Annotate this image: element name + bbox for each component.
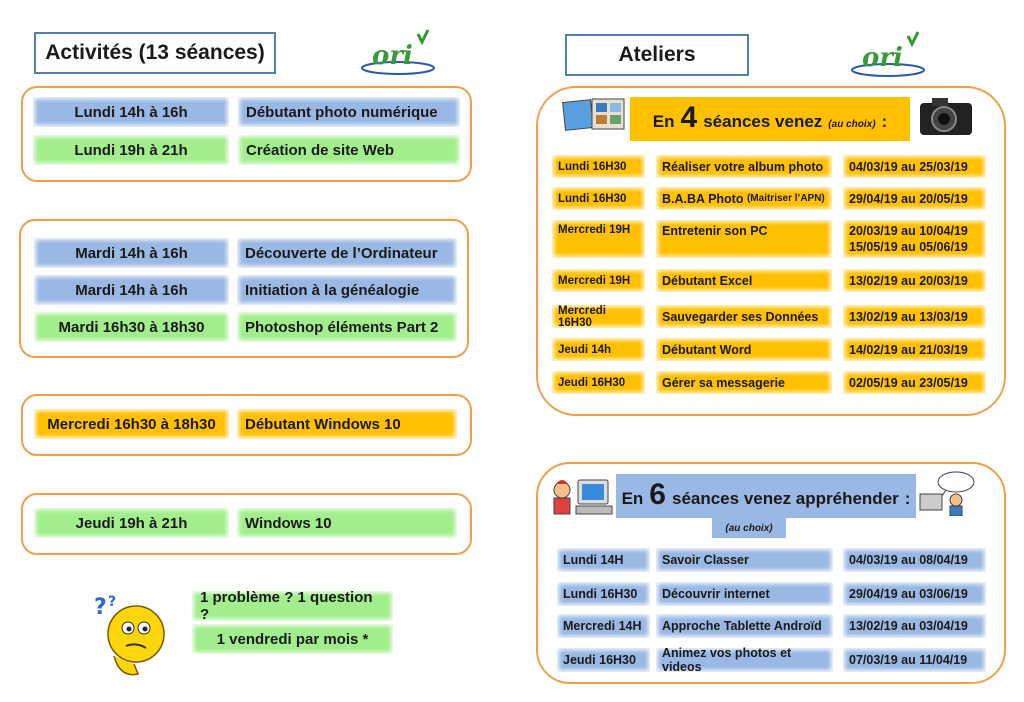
workshop-day: Lundi 14H [557, 548, 650, 572]
activity-name: Découverte de l’Ordinateur [237, 238, 457, 268]
ori-logo-icon: ori [361, 29, 435, 75]
computer-user-icon [548, 474, 614, 520]
workshop-topic: Animez vos photos et videos [656, 646, 833, 674]
banner-4-sessions: En 4 séances venez (au choix) : [630, 97, 910, 141]
workshop-day: Mercredi 16H30 [552, 305, 645, 329]
svg-text:?: ? [108, 594, 116, 610]
workshop-topic: Sauvegarder ses Données [656, 305, 832, 328]
svg-text:?: ? [94, 595, 107, 620]
workshop-dates: 20/03/19 au 10/04/19 15/05/19 au 05/06/1… [843, 220, 986, 258]
workshop-day: Mercredi 14H [557, 614, 650, 638]
workshop-day: Jeudi 16H30 [552, 371, 645, 394]
logo-left: ori [360, 28, 440, 78]
workshop-topic: Entretenir son PC [656, 220, 832, 258]
workshop-dates: 13/02/19 au 13/03/19 [843, 305, 986, 328]
workshop-topic: Débutant Excel [656, 269, 832, 292]
activity-day: Lundi 14h à 16h [33, 97, 229, 127]
help-line-2: 1 vendredi par mois * [192, 624, 393, 654]
workshop-day: Mercredi 19H [552, 220, 645, 258]
workshop-dates: 13/02/19 au 20/03/19 [843, 269, 986, 292]
workshop-dates: 29/04/19 au 20/05/19 [843, 187, 986, 210]
workshop-topic: Savoir Classer [656, 548, 833, 572]
workshop-day: Lundi 16H30 [557, 582, 650, 606]
activity-day: Lundi 19h à 21h [33, 135, 229, 165]
activities-title-text: Activités (13 séances) [45, 41, 265, 64]
workshop-day: Jeudi 16H30 [557, 648, 650, 672]
activity-name: Initiation à la généalogie [237, 275, 457, 305]
thinking-face-icon: ? ? [90, 590, 170, 682]
cartoon-computer-icon [916, 470, 976, 517]
activity-day: Mardi 14h à 16h [34, 275, 229, 305]
workshop-dates: 04/03/19 au 25/03/19 [843, 155, 986, 178]
ori-logo-icon: ori [851, 31, 925, 77]
activity-day: Mercredi 16h30 à 18h30 [34, 409, 229, 439]
workshop-topic: Réaliser votre album photo [656, 155, 832, 178]
workshop-day: Lundi 16H30 [552, 187, 645, 210]
activity-name: Débutant Windows 10 [237, 409, 457, 439]
workshop-dates: 07/03/19 au 11/04/19 [843, 648, 986, 672]
workshop-dates: 13/02/19 au 03/04/19 [843, 614, 986, 638]
ateliers-title-text: Ateliers [618, 43, 696, 66]
workshop-dates: 04/03/19 au 08/04/19 [843, 548, 986, 572]
workshop-topic: Débutant Word [656, 338, 832, 361]
activity-name: Windows 10 [237, 508, 457, 538]
workshop-day: Lundi 16H30 [552, 155, 645, 178]
workshop-topic: Approche Tablette Androïd [656, 614, 833, 638]
banner-6-sessions: En 6 séances venez appréhender : [616, 474, 916, 518]
activity-name: Création de site Web [238, 135, 460, 165]
workshop-day: Mercredi 19H [552, 269, 645, 292]
workshop-topic: Découvrir internet [656, 582, 833, 606]
workshop-dates: 14/02/19 au 21/03/19 [843, 338, 986, 361]
photo-album-icon [562, 95, 628, 135]
activity-name: Débutant photo numérique [238, 97, 460, 127]
workshop-dates: 29/04/19 au 03/06/19 [843, 582, 986, 606]
ateliers-title: Ateliers [565, 34, 749, 76]
workshop-day: Jeudi 14h [552, 338, 645, 361]
activity-day: Mardi 14h à 16h [34, 238, 229, 268]
activity-name: Photoshop éléments Part 2 [237, 312, 457, 342]
workshop-dates: 02/05/19 au 23/05/19 [843, 371, 986, 394]
logo-text: ori [372, 41, 413, 71]
activity-day: Jeudi 19h à 21h [34, 508, 229, 538]
workshop-topic: Gérer sa messagerie [656, 371, 832, 394]
camera-icon [918, 95, 974, 137]
activity-day: Mardi 16h30 à 18h30 [34, 312, 229, 342]
help-line-1: 1 problème ? 1 question ? [192, 589, 393, 623]
banner-6-choice: (au choix) [712, 518, 786, 538]
logo-right: ori [850, 28, 930, 80]
svg-text:ori: ori [862, 43, 903, 73]
workshop-topic: B.A.BA Photo (Maitriser l’APN) [656, 187, 832, 210]
activities-title: Activités (13 séances) [34, 32, 276, 74]
